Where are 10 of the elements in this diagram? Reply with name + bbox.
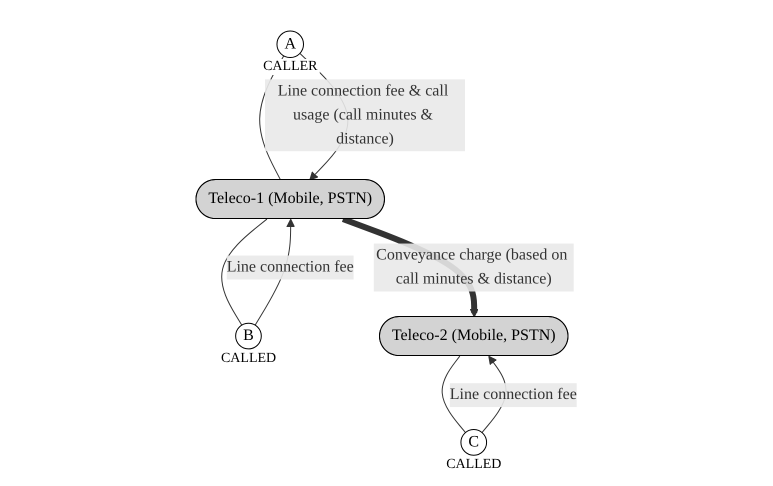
node-circle: B bbox=[235, 322, 262, 350]
connector bbox=[221, 218, 268, 326]
connector bbox=[442, 355, 466, 433]
edge-label: Line connection fee bbox=[226, 258, 354, 276]
edge-label: Line connection fee & call usage (call minutes & distance) bbox=[278, 82, 448, 148]
node-caption: CALLER bbox=[261, 59, 320, 76]
node-circle: C bbox=[460, 428, 488, 456]
edge-label: Conveyance charge (based on call minutes & distance) bbox=[376, 246, 568, 288]
edge-label: Line connection fee bbox=[450, 386, 577, 404]
node-circle: A bbox=[276, 30, 304, 58]
